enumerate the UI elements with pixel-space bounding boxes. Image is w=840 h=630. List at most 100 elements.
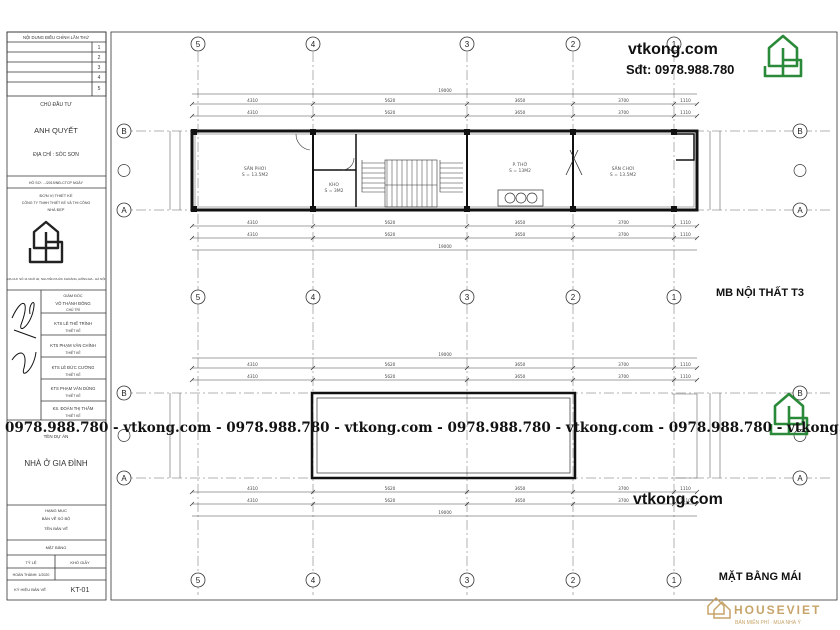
brand-block-bottom: vtkong.com xyxy=(633,392,809,508)
owner-address: ĐỊA CHỈ : SÓC SƠN xyxy=(33,151,79,158)
dimension-tick xyxy=(570,365,576,371)
dimension-value: 4310 xyxy=(247,232,258,237)
revision-number: 5 xyxy=(98,86,101,92)
dimension-value: 1110 xyxy=(680,220,691,225)
size-label: KHỔ GIẤY xyxy=(70,560,90,565)
grid-bubble-label: 3 xyxy=(465,40,470,49)
dimension-tick xyxy=(310,501,316,507)
dimension-tick xyxy=(671,377,677,383)
footer-brand-name: HOUSEVIET xyxy=(734,603,821,617)
staff-role: THIẾT KẾ xyxy=(65,393,81,398)
dimension-value: 5620 xyxy=(385,498,396,503)
dimension-value: 5620 xyxy=(385,362,396,367)
staff-role: THIẾT KẾ xyxy=(65,328,81,333)
dimension-value: 19000 xyxy=(438,510,452,515)
dimension-tick xyxy=(570,489,576,495)
grid-bubble xyxy=(116,123,132,139)
dimension-value: 5620 xyxy=(385,110,396,115)
grid-bubble xyxy=(117,164,131,177)
grid-bubble-label: B xyxy=(121,389,126,398)
dimension-tick xyxy=(694,235,700,241)
grid-bubble xyxy=(305,36,321,52)
dimension-value: 3700 xyxy=(618,98,629,103)
staff-name: KS. ĐOÀN THỊ THẮM xyxy=(53,406,94,411)
dimension-value: 1110 xyxy=(680,374,691,379)
roof-edge xyxy=(672,393,698,479)
staff-name: KTS PHẠM VĂN CHÍNH xyxy=(50,343,96,348)
grid-bubble-label: A xyxy=(797,474,803,483)
staff-role: THIẾT KẾ xyxy=(65,413,81,418)
dimension-tick xyxy=(189,365,195,371)
dimension-tick xyxy=(189,489,195,495)
door-swing xyxy=(295,133,311,151)
grid-bubble xyxy=(459,36,475,52)
dimension-value: 4310 xyxy=(247,486,258,491)
column xyxy=(310,129,316,135)
staircase xyxy=(361,159,463,208)
grid-bubble-label: 1 xyxy=(672,40,677,49)
dimension-tick xyxy=(671,113,677,119)
dimension-tick xyxy=(464,235,470,241)
roof-inner-line xyxy=(316,397,571,474)
design-unit-label: ĐƠN VỊ THIẾT KẾ xyxy=(39,193,72,198)
dimension-value: 4310 xyxy=(247,110,258,115)
dimension-tick xyxy=(189,377,195,383)
grid-bubble-label: 1 xyxy=(672,293,677,302)
dimension-tick xyxy=(671,101,677,107)
grid-bubble xyxy=(190,36,206,52)
staff-name: KTS PHẠM VĂN DŨNG xyxy=(51,386,96,391)
roof-outline xyxy=(310,391,577,480)
footer-brand: HOUSEVIET BẢN MIỄN PHÍ · MUA NHÀ Ý xyxy=(707,596,821,626)
grid-bubble xyxy=(116,470,132,486)
dimension-value: 1110 xyxy=(680,98,691,103)
dimension-tick xyxy=(464,501,470,507)
column xyxy=(191,206,197,212)
dimension-tick xyxy=(671,235,677,241)
dimension-value: 3700 xyxy=(618,362,629,367)
item-label: BẢN VẼ SỐ BỘ xyxy=(42,516,70,521)
dimension-tick xyxy=(694,113,700,119)
plan-title-t3: MB NỘI THẤT T3 xyxy=(716,286,804,299)
roof-plan xyxy=(310,391,698,480)
dimension-value: 5620 xyxy=(385,486,396,491)
dimension-value: 3650 xyxy=(515,232,526,237)
dimension-value: 3700 xyxy=(618,498,629,503)
grid-bubble-label: 4 xyxy=(311,293,316,302)
dimension-value: 4310 xyxy=(247,374,258,379)
dimension-value: 4310 xyxy=(247,98,258,103)
revision-number: 3 xyxy=(98,65,101,71)
grid-bubble xyxy=(666,572,682,588)
grid-bubble xyxy=(117,429,131,442)
grid-bubble-label: 3 xyxy=(465,293,470,302)
staff-role: CHỦ TRÌ xyxy=(66,307,80,312)
dimension-value: 3700 xyxy=(618,486,629,491)
room-area: S = 3M2 xyxy=(324,188,343,194)
dimension-value: 3650 xyxy=(515,486,526,491)
project-code: HỒ SƠ: .../2019/NĐ-CTCP NGÀY xyxy=(29,180,84,185)
grid-bubble-label: B xyxy=(797,127,802,136)
dimension-tick xyxy=(189,113,195,119)
project-label: TÊN DỰ ÁN xyxy=(44,432,69,439)
item-label: TÊN BẢN VẼ xyxy=(44,526,68,531)
balcony-notch xyxy=(676,133,695,161)
grid-bubble xyxy=(116,385,132,401)
brand-logo-icon xyxy=(769,392,809,436)
altar-item xyxy=(526,192,538,204)
dimension-tick xyxy=(189,223,195,229)
dimension-tick xyxy=(310,235,316,241)
title-block-text: NỘI DUNG ĐIỀU CHỈNH LẦN THỨ 1 2 3 4 5 CH… xyxy=(7,35,106,594)
grid-bubble xyxy=(793,164,807,177)
dimension-tick xyxy=(189,235,195,241)
dimension-tick xyxy=(310,365,316,371)
drawing-no: KT-01 xyxy=(71,587,90,594)
column xyxy=(464,129,470,135)
signature-scribble xyxy=(11,302,37,374)
dimension-tick xyxy=(570,113,576,119)
dimension-value: 4310 xyxy=(247,498,258,503)
grid-bubble xyxy=(666,289,682,305)
houseviet-logo-icon xyxy=(707,596,731,619)
grid-bubble xyxy=(565,572,581,588)
brand-block-top: vtkong.com Sđt: 0978.988.780 xyxy=(626,34,803,78)
staff-name: KTS LÊ THẾ TRÌNH xyxy=(54,321,92,326)
